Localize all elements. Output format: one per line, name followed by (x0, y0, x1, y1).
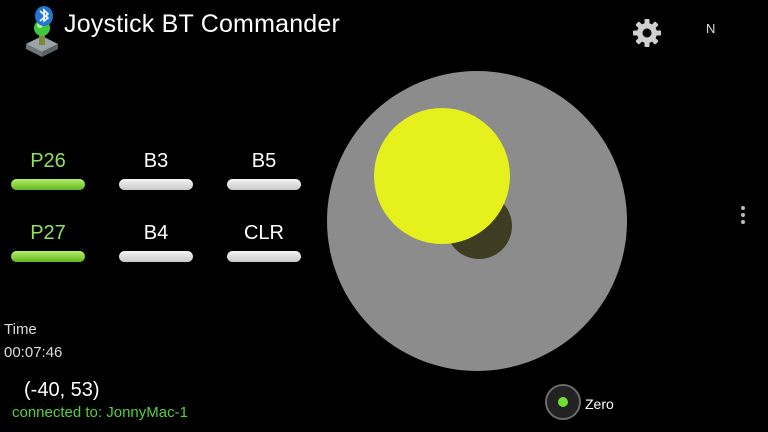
joystick-bluetooth-icon (22, 6, 62, 58)
toggle-button-p27[interactable]: P27 (8, 222, 88, 266)
toggle-label: CLR (243, 222, 284, 244)
joystick-knob[interactable] (374, 108, 510, 244)
toggle-button-b5[interactable]: B5 (224, 150, 304, 194)
connection-status: connected to: JonnyMac-1 (12, 404, 188, 421)
toggle-button-b3[interactable]: B3 (116, 150, 196, 194)
time-label: Time (4, 321, 37, 338)
toggle-indicator (227, 251, 301, 262)
toggle-indicator (119, 251, 193, 262)
toggle-button-b4[interactable]: B4 (116, 222, 196, 266)
zero-indicator-icon (558, 397, 568, 407)
gear-icon[interactable] (632, 18, 662, 48)
toggle-label: P26 (30, 150, 66, 172)
joystick-pad[interactable] (327, 71, 627, 371)
toggle-label: P27 (30, 222, 66, 244)
overflow-menu-icon[interactable] (738, 206, 748, 230)
toggle-indicator (119, 179, 193, 190)
zero-label: Zero (585, 396, 614, 412)
time-value: 00:07:46 (4, 344, 63, 361)
toggle-indicator (11, 251, 85, 262)
toggle-button-clr[interactable]: CLR (224, 222, 304, 266)
toggle-indicator (11, 179, 85, 190)
zero-button[interactable] (545, 384, 581, 420)
app-title: Joystick BT Commander (64, 10, 341, 38)
toggle-label: B5 (251, 150, 277, 172)
toggle-label: B3 (143, 150, 169, 172)
toggle-label: B4 (143, 222, 169, 244)
connection-status-text: connected to: JonnyMac-1 (12, 404, 188, 421)
toggle-indicator (227, 179, 301, 190)
toggle-button-p26[interactable]: P26 (8, 150, 88, 194)
status-letter: N (706, 21, 716, 36)
joystick-coordinates: (-40, 53) (24, 379, 100, 401)
